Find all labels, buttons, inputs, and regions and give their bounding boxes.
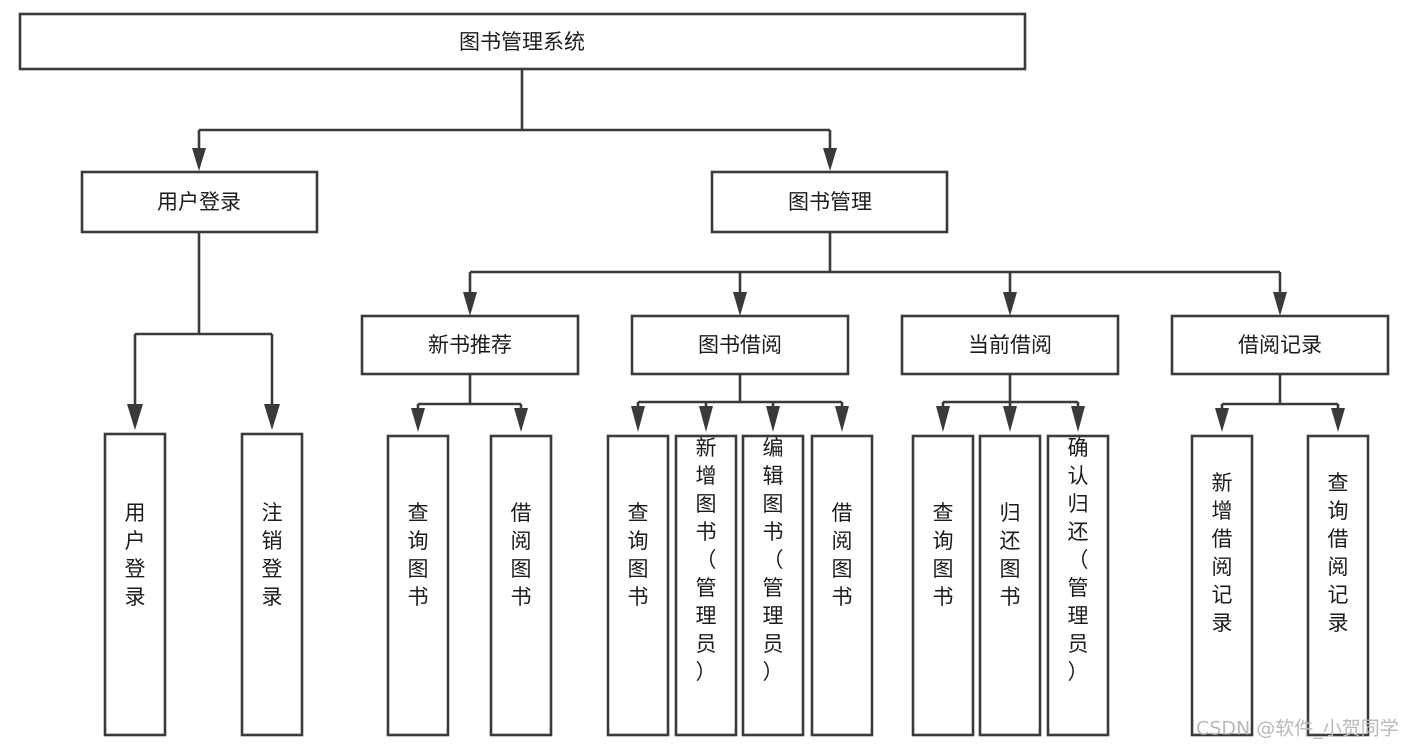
connector-group-book-borrow-to-leaves: [631, 374, 849, 432]
node-leaf-logout-label: 注销登录: [262, 501, 283, 609]
arrow-head-icon: [1215, 408, 1229, 432]
node-leaf-confirm-return-admin-label: 确认归还（管理员）: [1068, 436, 1089, 684]
node-book-borrow-box[interactable]: [630, 314, 850, 376]
node-leaf-edit-book-admin-label: 编辑图书（管理员）: [763, 436, 784, 684]
node-leaf-add-borrow-record-box[interactable]: [1190, 434, 1254, 737]
arrow-head-icon: [192, 148, 206, 171]
arrow-head-icon: [1331, 408, 1345, 432]
connector-group-current-borrow-to-leaves: [936, 374, 1085, 432]
arrow-head-icon: [733, 292, 747, 316]
node-book-borrow[interactable]: 图书借阅: [630, 314, 850, 376]
node-leaf-logout-box[interactable]: [240, 432, 304, 737]
node-book-borrow-label: 图书借阅: [698, 333, 782, 357]
node-leaf-edit-book-admin[interactable]: 编辑图书（管理员）: [741, 434, 805, 737]
arrow-head-icon: [1071, 406, 1085, 432]
connector-group-new-book-to-leaves: [411, 374, 528, 432]
arrow-head-icon: [514, 408, 528, 432]
node-current-borrow[interactable]: 当前借阅: [900, 314, 1120, 376]
node-leaf-query-book-1[interactable]: 查询图书: [386, 434, 450, 737]
node-borrow-record[interactable]: 借阅记录: [1170, 314, 1390, 376]
node-leaf-query-borrow-record-box[interactable]: [1306, 434, 1370, 737]
node-leaf-borrow-book-1[interactable]: 借阅图书: [489, 434, 553, 737]
node-user-login-box[interactable]: [80, 170, 319, 234]
node-current-borrow-label: 当前借阅: [968, 333, 1052, 357]
node-book-management[interactable]: 图书管理: [710, 170, 949, 234]
connector-group-borrow-record-to-leaves: [1215, 374, 1345, 432]
node-leaf-confirm-return-admin-box[interactable]: [1046, 434, 1110, 737]
node-current-borrow-box[interactable]: [900, 314, 1120, 376]
connector-group-root-to-level2: [192, 69, 837, 171]
arrow-head-icon: [127, 404, 143, 430]
node-leaf-borrow-book-1-box[interactable]: [489, 434, 553, 737]
node-root-system-label: 图书管理系统: [459, 30, 585, 54]
connector-group-user-login-to-leaves: [127, 232, 280, 430]
arrow-head-icon: [463, 292, 477, 316]
node-leaf-confirm-return-admin[interactable]: 确认归还（管理员）: [1046, 434, 1110, 737]
node-root-system-box[interactable]: [18, 12, 1027, 71]
arrow-head-icon: [699, 406, 713, 432]
node-leaf-query-book-1-box[interactable]: [386, 434, 450, 737]
node-leaf-query-book-3[interactable]: 查询图书: [911, 434, 975, 737]
node-leaf-return-book-label: 归还图书: [1000, 501, 1021, 609]
node-leaf-return-book-box[interactable]: [978, 434, 1042, 737]
node-leaf-borrow-book-2[interactable]: 借阅图书: [810, 434, 874, 737]
node-new-book-recommend[interactable]: 新书推荐: [360, 314, 580, 376]
node-leaf-return-book[interactable]: 归还图书: [978, 434, 1042, 737]
node-leaf-logout[interactable]: 注销登录: [240, 432, 304, 737]
node-borrow-record-box[interactable]: [1170, 314, 1390, 376]
arrow-head-icon: [1003, 406, 1017, 432]
node-leaf-query-book-1-label: 查询图书: [408, 501, 429, 609]
arrow-head-icon: [264, 404, 280, 430]
node-leaf-borrow-book-2-box[interactable]: [810, 434, 874, 737]
node-borrow-record-label: 借阅记录: [1238, 333, 1322, 357]
node-leaf-query-book-2[interactable]: 查询图书: [606, 434, 670, 737]
node-leaf-query-book-3-box[interactable]: [911, 434, 975, 737]
connector-group-book-mgmt-to-level3: [463, 232, 1287, 316]
node-user-login[interactable]: 用户登录: [80, 170, 319, 234]
node-new-book-recommend-label: 新书推荐: [428, 333, 512, 357]
node-root-system[interactable]: 图书管理系统: [18, 12, 1027, 71]
node-leaf-borrow-book-1-label: 借阅图书: [511, 501, 532, 609]
node-leaf-add-book-admin-box[interactable]: [674, 434, 738, 737]
node-leaf-query-borrow-record-label: 查询借阅记录: [1328, 471, 1349, 635]
arrow-head-icon: [835, 406, 849, 432]
node-user-login-label: 用户登录: [157, 190, 241, 214]
node-leaf-add-borrow-record[interactable]: 新增借阅记录: [1190, 434, 1254, 737]
csdn-watermark: CSDN @软件_小贺同学: [1196, 718, 1399, 740]
node-book-management-label: 图书管理: [788, 190, 872, 214]
node-leaf-add-book-admin[interactable]: 新增图书（管理员）: [674, 434, 738, 737]
arrow-head-icon: [936, 406, 950, 432]
node-leaf-query-book-3-label: 查询图书: [933, 501, 954, 609]
node-leaf-add-borrow-record-label: 新增借阅记录: [1212, 471, 1233, 635]
node-leaf-user-login-box[interactable]: [103, 432, 167, 737]
node-leaf-borrow-book-2-label: 借阅图书: [832, 501, 853, 609]
node-leaf-user-login-label: 用户登录: [125, 501, 146, 609]
node-leaf-query-borrow-record[interactable]: 查询借阅记录: [1306, 434, 1370, 737]
node-leaf-query-book-2-label: 查询图书: [628, 501, 649, 609]
node-leaf-edit-book-admin-box[interactable]: [741, 434, 805, 737]
arrow-head-icon: [411, 408, 425, 432]
node-leaf-add-book-admin-label: 新增图书（管理员）: [696, 436, 717, 684]
arrow-head-icon: [766, 406, 780, 432]
node-new-book-recommend-box[interactable]: [360, 314, 580, 376]
node-leaf-query-book-2-box[interactable]: [606, 434, 670, 737]
node-leaf-user-login[interactable]: 用户登录: [103, 432, 167, 737]
arrow-head-icon: [1003, 292, 1017, 316]
node-book-management-box[interactable]: [710, 170, 949, 234]
arrow-head-icon: [1273, 292, 1287, 316]
arrow-head-icon: [823, 148, 837, 171]
arrow-head-icon: [631, 406, 645, 432]
